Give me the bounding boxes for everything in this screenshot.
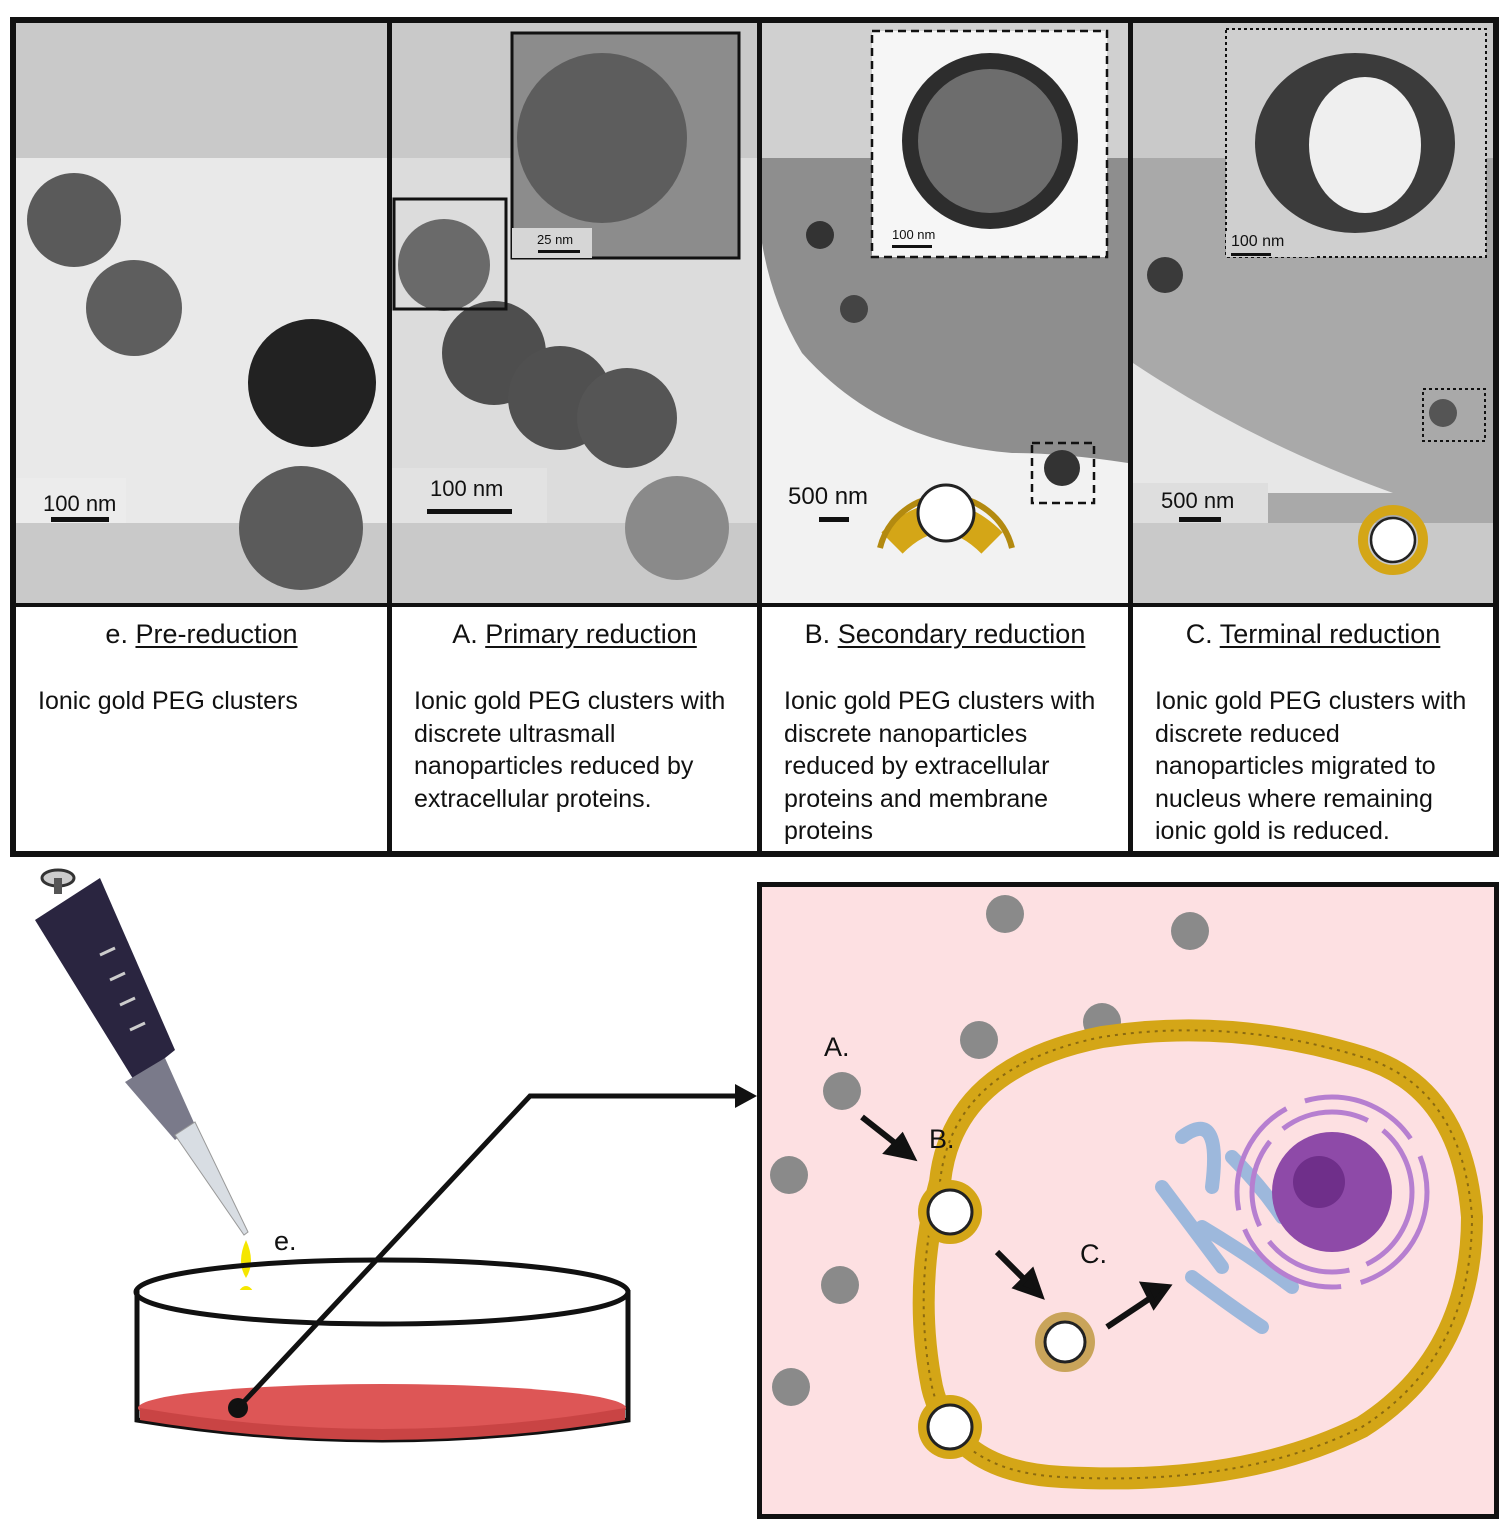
tem-image-terminal-reduction: 500 nm 100 nm: [1133, 23, 1493, 607]
panel-description: Ionic gold PEG clusters with discrete re…: [1155, 687, 1467, 845]
inset-scale-bar: [1231, 253, 1271, 256]
cell-schematic: A. B. C.: [757, 882, 1499, 1519]
panel-title: B. Secondary reduction: [804, 619, 1086, 649]
panel-terminal-reduction: 500 nm 100 nm C. Terminal reduction Ioni…: [1128, 23, 1493, 851]
panel-primary-reduction: 100 nm 25 nm A. Primary reduction Ionic …: [387, 23, 757, 851]
tem-image-secondary-reduction: 500 nm 100 nm: [762, 23, 1128, 607]
stage-label-a: A.: [824, 1032, 850, 1062]
scale-bar-label: 500 nm: [1161, 488, 1235, 513]
stage-label-c: C.: [1080, 1239, 1107, 1269]
caption-secondary-reduction: B. Secondary reduction Ionic gold PEG cl…: [762, 607, 1128, 851]
scale-bar-label: 500 nm: [788, 483, 869, 510]
tem-micrograph: [392, 23, 757, 603]
scale-bar: [427, 509, 512, 514]
gold-cluster-dots: [770, 895, 1209, 1406]
pipette-dish-illustration: [35, 868, 757, 1443]
panel-description: Ionic gold PEG clusters with discrete ul…: [414, 687, 726, 813]
panel-pre-reduction: 100 nm e. Pre-reduction Ionic gold PEG c…: [16, 23, 387, 851]
pathway-arrows: [860, 1114, 1173, 1330]
cell-diagram: [770, 895, 1484, 1490]
caption-primary-reduction: A. Primary reduction Ionic gold PEG clus…: [392, 607, 757, 851]
zoom-connector-arrow: [228, 1084, 757, 1418]
panel-secondary-reduction: 500 nm 100 nm B. Secondary reduction Ion…: [757, 23, 1128, 851]
tem-micrograph: [762, 23, 1128, 603]
inset-scale-bar-label: 100 nm: [1231, 233, 1285, 250]
scale-bar: [1179, 517, 1221, 522]
panel-description: Ionic gold PEG clusters: [38, 687, 298, 715]
cell-membrane: [912, 1019, 1484, 1490]
stage-label-b: B.: [929, 1124, 955, 1154]
nanoparticle-vesicle: [918, 1180, 1095, 1459]
inset-scale-bar: [538, 250, 580, 253]
scale-bar: [51, 517, 109, 522]
dish-label: e.: [274, 1226, 297, 1256]
tem-micrograph: [16, 23, 387, 603]
caption-pre-reduction: e. Pre-reduction Ionic gold PEG clusters: [16, 607, 387, 851]
scale-bar-label: 100 nm: [43, 491, 117, 516]
panel-description: Ionic gold PEG clusters with discrete na…: [784, 687, 1096, 845]
nucleus-icon: [1234, 1094, 1430, 1290]
panel-title: e. Pre-reduction: [105, 619, 298, 649]
inset-scale-bar: [892, 245, 932, 248]
scale-bar-label: 100 nm: [430, 476, 504, 501]
tem-image-primary-reduction: 100 nm 25 nm: [392, 23, 757, 607]
tem-image-pre-reduction: 100 nm: [16, 23, 387, 607]
pipette-icon: [35, 868, 249, 1236]
inset-scale-bar-label: 25 nm: [537, 232, 574, 247]
tem-panel-grid: 100 nm e. Pre-reduction Ionic gold PEG c…: [10, 17, 1499, 857]
inset-scale-bar-label: 100 nm: [892, 227, 936, 242]
tem-micrograph: [1133, 23, 1493, 603]
scale-bar: [819, 517, 849, 522]
panel-title: C. Terminal reduction: [1185, 619, 1441, 649]
caption-terminal-reduction: C. Terminal reduction Ionic gold PEG clu…: [1133, 607, 1493, 851]
panel-title: A. Primary reduction: [452, 619, 697, 649]
petri-dish-icon: [133, 1257, 631, 1443]
